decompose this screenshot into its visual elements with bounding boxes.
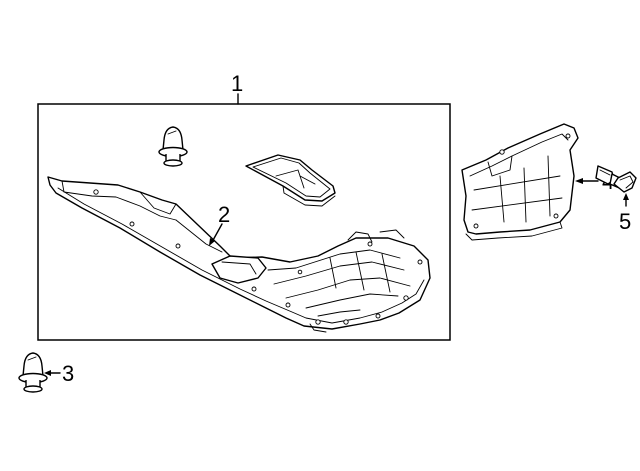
callout-2[interactable]: 2 [218,202,230,227]
leader-arrow-5 [623,193,629,200]
push-clip-3[interactable] [18,352,48,393]
leader-arrow-4 [575,178,583,184]
leader-arrow-3 [44,370,51,376]
callout-3[interactable]: 3 [62,361,74,386]
push-clip-upper[interactable] [158,126,188,167]
leader-arrow-2 [209,238,215,246]
callout-5[interactable]: 5 [619,209,631,234]
bracket-panel[interactable] [245,154,336,207]
engine-under-cover[interactable] [47,176,431,333]
callout-1[interactable]: 1 [231,71,243,96]
leader-line-2 [211,223,223,243]
assembly-box [37,103,451,341]
bolt-5[interactable] [595,165,637,193]
side-splash-shield[interactable] [461,123,579,241]
